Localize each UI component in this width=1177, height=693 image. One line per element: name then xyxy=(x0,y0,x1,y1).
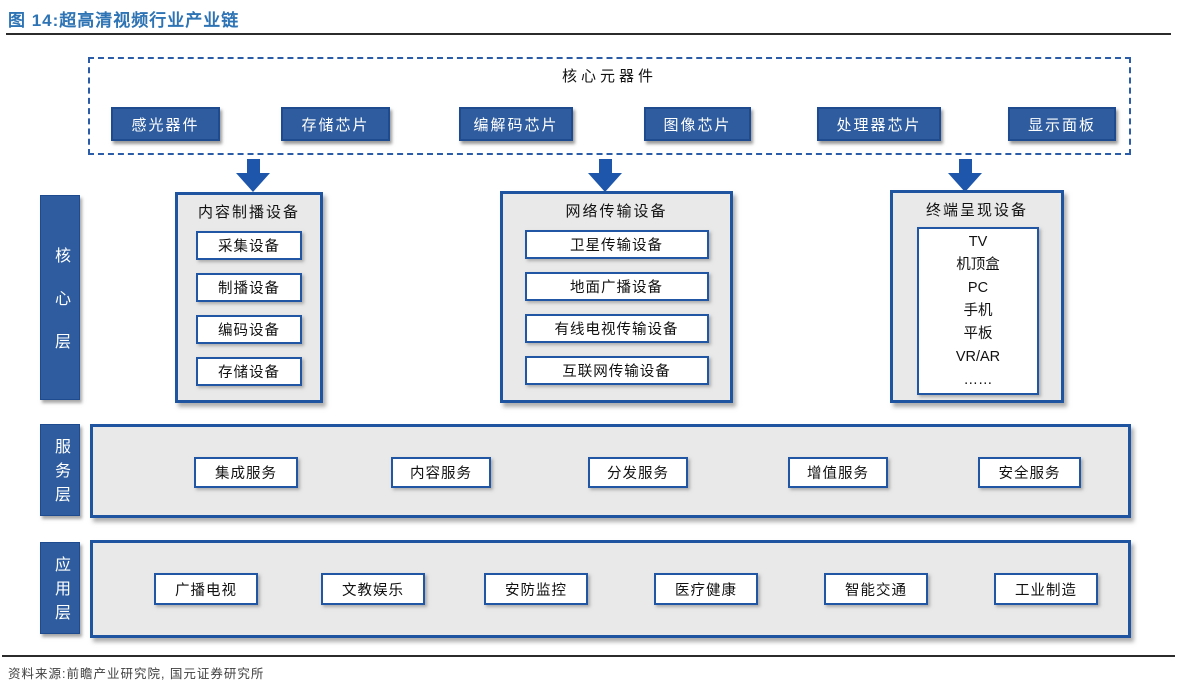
group-network-transmission: 网络传输设备 卫星传输设备 地面广播设备 有线电视传输设备 互联网传输设备 xyxy=(500,191,733,403)
layer-label-application: 应用层 xyxy=(40,542,80,634)
equipment-item: 编码设备 xyxy=(196,315,302,344)
core-components-label: 核心元器件 xyxy=(561,68,657,85)
terminal-device-line: 机顶盒 xyxy=(956,256,1000,273)
application-item: 广播电视 xyxy=(154,573,258,605)
group-title: 终端呈现设备 xyxy=(925,202,1028,219)
terminal-device-line: 手机 xyxy=(963,302,993,319)
service-item: 分发服务 xyxy=(588,457,688,488)
service-item: 内容服务 xyxy=(391,457,491,488)
group-title: 内容制播设备 xyxy=(197,204,300,221)
down-arrow-icon xyxy=(236,159,270,192)
terminal-device-line: TV xyxy=(968,233,988,250)
terminal-device-line: PC xyxy=(967,279,989,296)
layer-label-core: 核心层 xyxy=(40,195,80,400)
title-divider xyxy=(6,33,1171,35)
figure-title: 图 14:超高清视频行业产业链 xyxy=(8,11,240,30)
chip-memory: 存储芯片 xyxy=(281,107,390,141)
equipment-item: 卫星传输设备 xyxy=(524,230,709,259)
chip-display-panel: 显示面板 xyxy=(1008,107,1116,141)
equipment-item: 互联网传输设备 xyxy=(524,356,709,385)
service-item: 增值服务 xyxy=(788,457,888,488)
down-arrow-icon xyxy=(588,159,622,192)
service-item: 安全服务 xyxy=(978,457,1081,488)
terminal-device-list: TV 机顶盒 PC 手机 平板 VR/AR …… xyxy=(917,227,1039,395)
terminal-device-line: …… xyxy=(963,371,993,388)
equipment-item: 有线电视传输设备 xyxy=(524,314,709,343)
group-content-production: 内容制播设备 采集设备 制播设备 编码设备 存储设备 xyxy=(175,192,323,403)
terminal-device-line: 平板 xyxy=(963,325,993,342)
layer-label-service: 服务层 xyxy=(40,424,80,516)
equipment-item: 制播设备 xyxy=(196,273,302,302)
equipment-item: 存储设备 xyxy=(196,357,302,386)
core-components-box: 核心元器件 xyxy=(88,57,1131,155)
application-item: 智能交通 xyxy=(824,573,928,605)
equipment-item: 采集设备 xyxy=(196,231,302,260)
terminal-device-line: VR/AR xyxy=(955,348,1001,365)
down-arrow-icon xyxy=(948,159,982,192)
application-item: 文教娱乐 xyxy=(321,573,425,605)
equipment-item: 地面广播设备 xyxy=(524,272,709,301)
group-title: 网络传输设备 xyxy=(565,203,668,220)
chip-image: 图像芯片 xyxy=(644,107,751,141)
chip-photosensitive-device: 感光器件 xyxy=(111,107,220,141)
chip-processor: 处理器芯片 xyxy=(817,107,941,141)
chip-codec: 编解码芯片 xyxy=(459,107,573,141)
service-layer-box: 集成服务 内容服务 分发服务 增值服务 安全服务 xyxy=(90,424,1131,518)
footer-divider xyxy=(2,655,1175,657)
application-item: 医疗健康 xyxy=(654,573,758,605)
source-note: 资料来源:前瞻产业研究院, 国元证券研究所 xyxy=(8,667,265,681)
application-item: 安防监控 xyxy=(484,573,588,605)
service-item: 集成服务 xyxy=(194,457,298,488)
application-layer-box: 广播电视 文教娱乐 安防监控 医疗健康 智能交通 工业制造 xyxy=(90,540,1131,638)
application-item: 工业制造 xyxy=(994,573,1098,605)
group-terminal-presentation: 终端呈现设备 TV 机顶盒 PC 手机 平板 VR/AR …… xyxy=(890,190,1064,403)
